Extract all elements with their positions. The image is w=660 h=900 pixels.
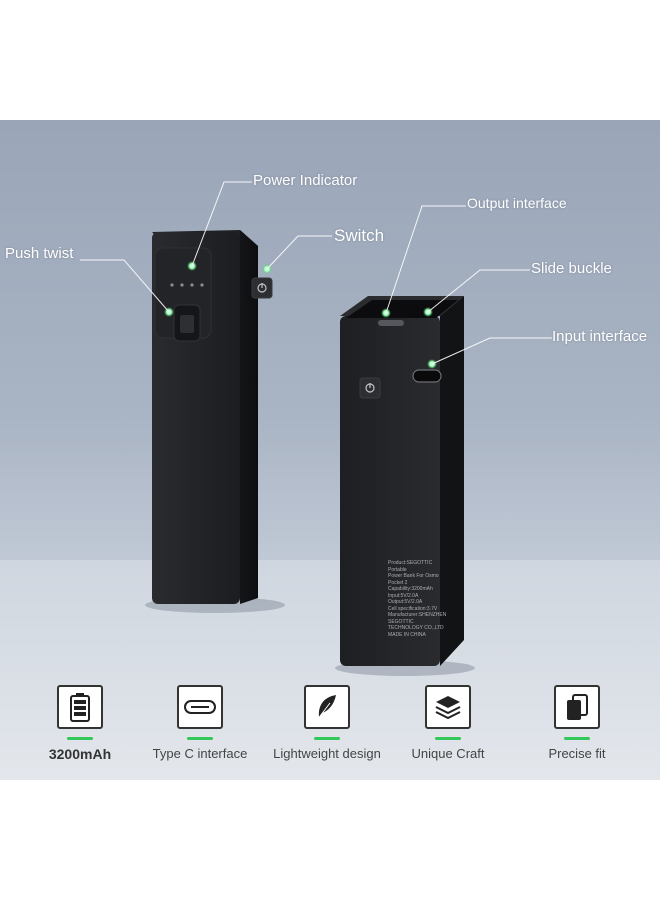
callout-output-interface: Output interface	[467, 195, 567, 211]
feature-label: Lightweight design	[273, 746, 381, 761]
spec-line: Output:5V/2.0A	[388, 599, 423, 605]
layers-icon	[425, 685, 471, 729]
spec-line: MADE IN CHINA	[388, 631, 426, 638]
left-power-bank	[152, 230, 273, 604]
callout-power-indicator: Power Indicator	[253, 172, 358, 189]
feature-label: Type C interface	[152, 746, 248, 761]
callout-lines	[80, 181, 552, 365]
battery-icon	[57, 685, 103, 729]
feather-icon	[304, 685, 350, 729]
feature-craft: Unique Craft	[388, 685, 508, 761]
spec-line: Manufacturer:SHENZHEN SEGOTTIC	[388, 612, 447, 625]
callout-push-twist: Push twist	[5, 245, 74, 262]
callout-switch: Switch	[334, 226, 385, 245]
device-spec-block: Product:SEGOTTIC Portable Power Bank For…	[388, 560, 448, 638]
feature-lightweight: Lightweight design	[267, 685, 387, 761]
spec-line: Input:5V/2.0A	[388, 592, 419, 599]
spec-line: Product:SEGOTTIC Portable	[388, 560, 433, 573]
feature-label: Precise fit	[548, 746, 606, 761]
spec-line: Power Bank For Osmo Pocket 2	[388, 573, 439, 586]
spec-line: Cell specification:3.7V	[388, 605, 438, 612]
feature-type-c: Type C interface	[140, 685, 260, 761]
feature-capacity: 3200mAh	[20, 685, 140, 762]
right-power-bank	[340, 296, 464, 666]
callout-slide-buckle: Slide buckle	[531, 260, 612, 277]
stacked-cards-icon	[554, 685, 600, 729]
floor-surface	[0, 560, 660, 780]
product-photo: Power Indicator Push twist Switch Output…	[0, 120, 660, 780]
product-illustration	[80, 181, 552, 676]
spec-line: Capability:3200mAh	[388, 586, 433, 592]
callout-input-interface: Input interface	[552, 328, 648, 345]
feature-label: Unique Craft	[411, 746, 485, 761]
feature-label: 3200mAh	[48, 746, 112, 762]
usb-c-icon	[177, 685, 223, 729]
spec-line: TECHNOLOGY CO.,LTD	[388, 625, 444, 631]
feature-fit: Precise fit	[517, 685, 637, 761]
